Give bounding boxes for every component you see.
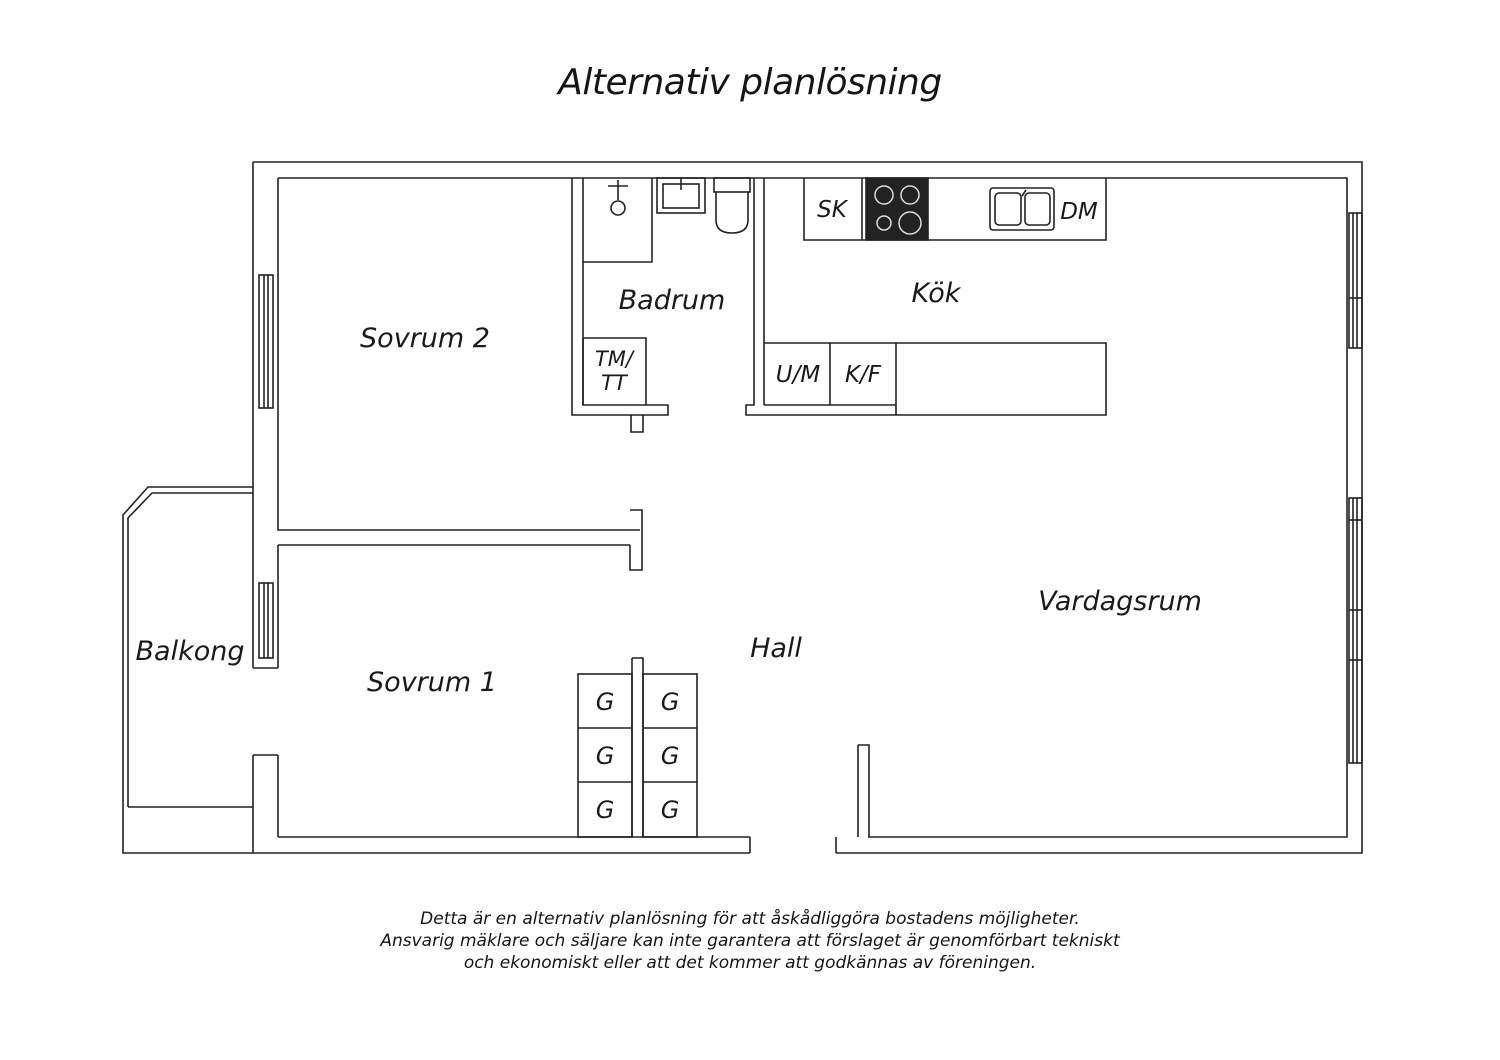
wardrobe-label: G <box>596 688 615 716</box>
label-sk: SK <box>817 197 849 223</box>
window-kok <box>1348 212 1363 349</box>
disclaimer-line: Ansvarig mäklare och säljare kan inte ga… <box>380 931 1120 951</box>
toilet-icon <box>713 177 751 234</box>
outer-wall <box>253 161 1363 854</box>
wardrobe-label: G <box>661 796 680 824</box>
window-vardagsrum <box>1348 497 1363 764</box>
kitchen-counter-top <box>803 178 1107 241</box>
outer-wall-inner <box>278 177 1348 838</box>
kitchen-sink-icon <box>989 187 1055 231</box>
kitchen-counter-bottom <box>764 342 1107 416</box>
wardrobe-label: G <box>596 796 615 824</box>
label-kf: K/F <box>845 362 882 388</box>
label-tm: TM/ <box>595 347 635 371</box>
room-label-sovrum1: Sovrum 1 <box>367 667 497 698</box>
sink-icon <box>656 177 706 214</box>
room-label-vardagsrum: Vardagsrum <box>1038 586 1202 617</box>
window-sovrum2 <box>258 274 274 409</box>
disclaimer-line: och ekonomiskt eller att det kommer att … <box>463 953 1037 973</box>
balcony-outline <box>127 492 253 807</box>
label-um: U/M <box>776 362 821 388</box>
shower-icon <box>608 180 628 216</box>
stove-icon <box>865 177 929 241</box>
room-label-badrum: Badrum <box>619 285 726 316</box>
room-label-hall: Hall <box>750 633 802 664</box>
wardrobe-grid <box>577 673 698 838</box>
window-sovrum1 <box>258 582 274 659</box>
plan-title: Alternativ planlösning <box>558 62 942 103</box>
room-label-balkong: Balkong <box>136 636 245 667</box>
wardrobe-label: G <box>596 742 615 770</box>
label-dm: DM <box>1060 199 1098 225</box>
room-label-sovrum2: Sovrum 2 <box>360 323 490 354</box>
wardrobe-label: G <box>661 742 680 770</box>
disclaimer-line: Detta är en alternativ planlösning för a… <box>420 909 1080 929</box>
room-label-kok: Kök <box>912 278 962 309</box>
disclaimer-text: Detta är en alternativ planlösning för a… <box>0 908 1500 974</box>
label-tt: TT <box>601 371 629 395</box>
wardrobe-label: G <box>661 688 680 716</box>
